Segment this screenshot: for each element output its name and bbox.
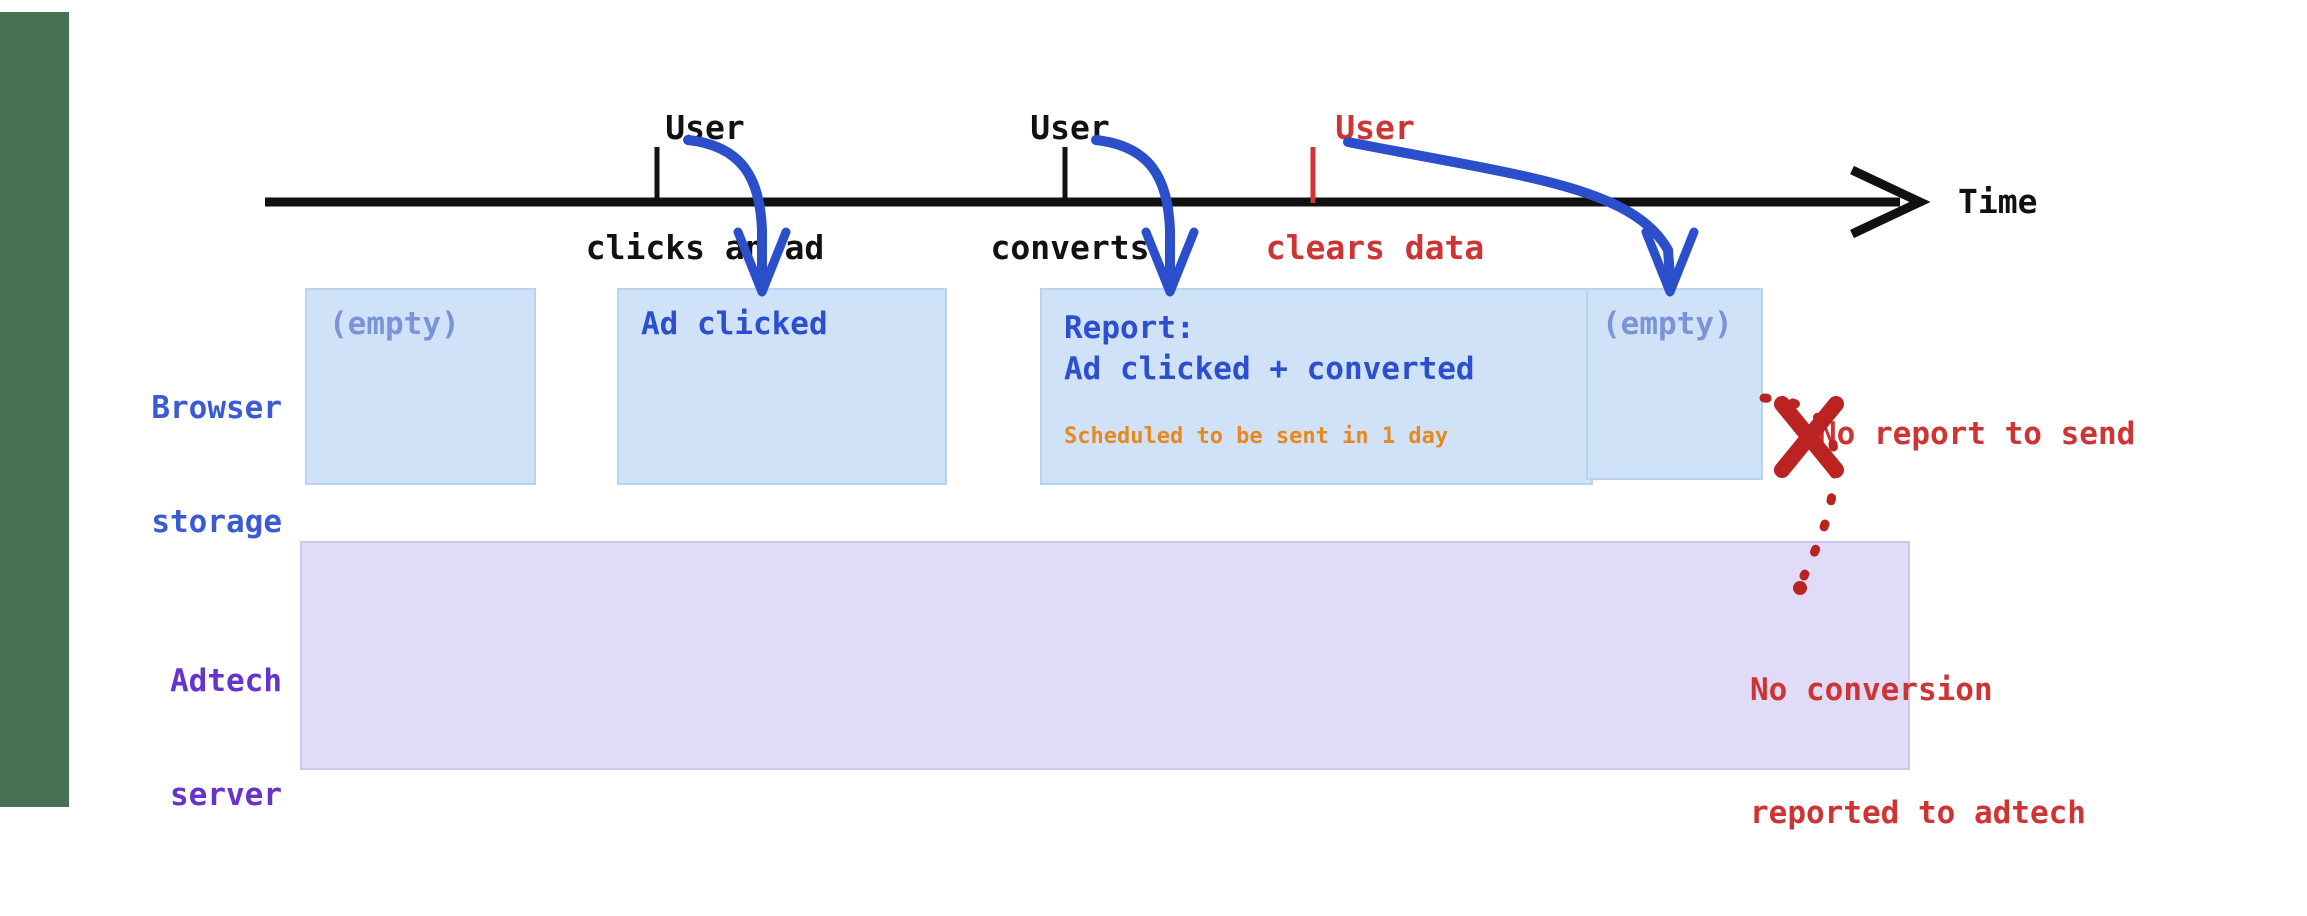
browser-storage-box-initial-text: (empty) bbox=[329, 306, 460, 342]
browser-storage-box-ad-clicked-text: Ad clicked bbox=[641, 306, 828, 342]
annotation-no-conversion-line2: reported to adtech bbox=[1750, 795, 2086, 831]
browser-storage-box-cleared-text: (empty) bbox=[1602, 306, 1733, 342]
timeline-label-clear-data-line2: clears data bbox=[1265, 228, 1485, 267]
timeline-label-ad-click-line2: clicks an ad bbox=[585, 228, 825, 267]
browser-storage-box-report-text: Report: Ad clicked + converted bbox=[1064, 310, 1475, 387]
annotation-no-conversion-line1: No conversion bbox=[1750, 672, 1993, 708]
annotation-no-report-to-send: No report to send bbox=[1818, 416, 2136, 452]
row-label-browser-storage: Browser storage bbox=[60, 313, 282, 617]
row-label-browser-line2: storage bbox=[151, 504, 282, 540]
browser-storage-box-ad-clicked: Ad clicked bbox=[617, 288, 947, 485]
browser-storage-box-initial: (empty) bbox=[305, 288, 536, 485]
browser-storage-box-report-schedule-note: Scheduled to be sent in 1 day bbox=[1064, 424, 1449, 449]
timeline-label-clear-data-line1: User bbox=[1335, 108, 1415, 147]
row-label-adtech-line1: Adtech bbox=[170, 663, 282, 699]
browser-storage-box-report: Report: Ad clicked + converted Scheduled… bbox=[1040, 288, 1593, 485]
annotation-no-conversion-reported: No conversion reported to adtech bbox=[1750, 588, 2086, 916]
adtech-server-box bbox=[300, 541, 1910, 770]
row-label-browser-line1: Browser bbox=[151, 390, 282, 426]
timeline-label-conversion-line1: User bbox=[1030, 108, 1110, 147]
timeline-axis-label: Time bbox=[1958, 182, 2038, 221]
row-label-adtech-server: Adtech server bbox=[60, 586, 282, 890]
diagram-canvas: User clicks an ad User converts User cle… bbox=[0, 12, 2136, 831]
timeline-label-ad-click-line1: User bbox=[665, 108, 745, 147]
left-accent-band bbox=[0, 12, 69, 807]
timeline-label-conversion-line2: converts bbox=[990, 228, 1150, 267]
row-label-adtech-line2: server bbox=[170, 777, 282, 813]
browser-storage-box-cleared: (empty) bbox=[1586, 288, 1763, 480]
